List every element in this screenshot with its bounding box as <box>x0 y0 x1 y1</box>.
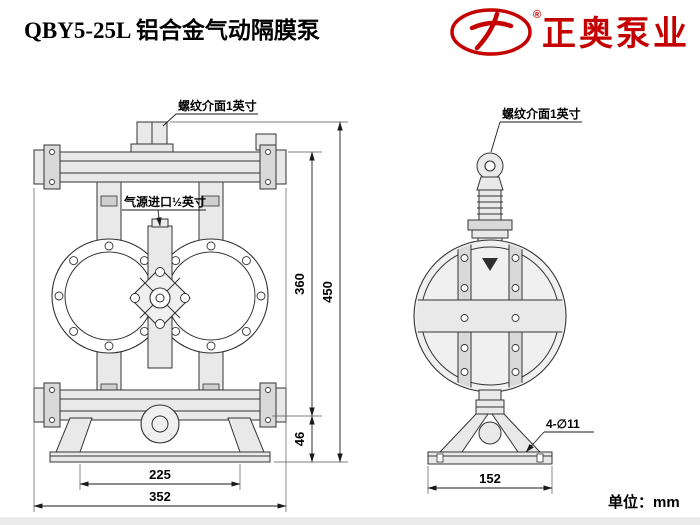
front-top-port <box>130 121 277 154</box>
logo-ellipse-icon <box>450 8 532 56</box>
dim-base-width: 152 <box>479 471 501 486</box>
air-inlet-label: 气源进口½英寸 <box>123 194 206 209</box>
logo-glyph-icon <box>474 11 500 51</box>
front-base <box>49 417 271 463</box>
registered-mark: ® <box>533 9 541 21</box>
side-top-marker <box>482 258 498 271</box>
side-lifting-eye <box>476 152 504 191</box>
side-base <box>427 389 553 465</box>
page-title: QBY5-25L 铝合金气动隔膜泵 <box>24 17 320 43</box>
label-thread-front: 螺纹介面1英寸 <box>162 98 258 127</box>
footer-strip <box>0 517 700 525</box>
front-view <box>33 121 287 463</box>
header: QBY5-25L 铝合金气动隔膜泵 ® 正奥泵业 <box>24 8 690 56</box>
label-thread-side: 螺纹介面1英寸 <box>490 106 582 153</box>
dim-overall-width: 352 <box>149 489 171 504</box>
dim-foot-span: 225 <box>149 467 171 482</box>
unit-note: 单位：mm <box>608 493 680 511</box>
dim-body-height: 360 <box>292 273 307 295</box>
front-muffler <box>140 404 180 444</box>
brand-name: 正奥泵业 <box>542 15 690 53</box>
side-body <box>413 239 567 393</box>
side-band-bolts <box>460 254 520 376</box>
dim-overall-height: 450 <box>320 281 335 303</box>
thread-side-label: 螺纹介面1英寸 <box>502 106 581 121</box>
front-air-valve <box>129 218 191 369</box>
label-air-inlet: 气源进口½英寸 <box>122 194 206 227</box>
dim-base-height: 46 <box>292 432 307 446</box>
annotations: 螺纹介面1英寸 气源进口½英寸 螺纹介面1英寸 4-∅11 <box>122 98 594 453</box>
front-dimensions: 360 46 450 225 352 <box>33 121 348 512</box>
front-right-chamber <box>153 238 269 354</box>
side-dimensions: 152 <box>427 466 553 494</box>
brand-logo: ® 正奥泵业 <box>450 8 690 56</box>
thread-front-label: 螺纹介面1英寸 <box>178 98 257 113</box>
label-base-holes: 4-∅11 <box>525 417 594 453</box>
base-holes-label: 4-∅11 <box>546 417 580 431</box>
side-view <box>413 152 567 465</box>
front-top-manifold <box>33 144 287 190</box>
